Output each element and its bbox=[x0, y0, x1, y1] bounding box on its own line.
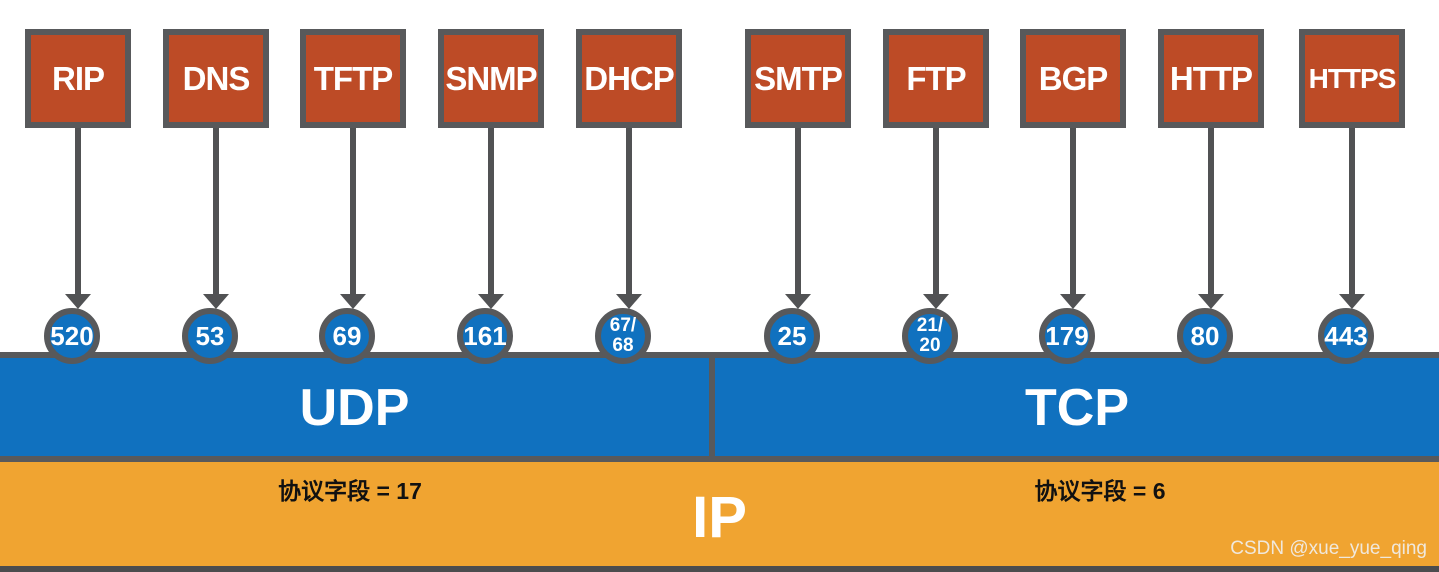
protocol-label: FTP bbox=[906, 59, 966, 97]
protocol-column-bgp: BGP 179 bbox=[1020, 0, 1126, 380]
protocol-label: HTTP bbox=[1169, 59, 1253, 97]
tcp-protocol-field-label: 协议字段 = 6 bbox=[1034, 478, 1166, 504]
arrow-head-icon bbox=[1060, 294, 1086, 309]
arrow-head-icon bbox=[923, 294, 949, 309]
protocol-box: DHCP bbox=[576, 29, 682, 128]
port-circle: 21/ 20 bbox=[902, 308, 958, 364]
arrow-line bbox=[1349, 128, 1355, 294]
arrow-line bbox=[488, 128, 494, 294]
protocol-column-snmp: SNMP 161 bbox=[438, 0, 544, 380]
arrow-line bbox=[75, 128, 81, 294]
arrow-head-icon bbox=[340, 294, 366, 309]
port-circle: 179 bbox=[1039, 308, 1095, 364]
port-number: 179 bbox=[1045, 321, 1089, 351]
protocol-column-dhcp: DHCP 67/ 68 bbox=[576, 0, 682, 380]
protocol-box: HTTP bbox=[1158, 29, 1264, 128]
port-number: 25 bbox=[777, 321, 807, 351]
port-number: 161 bbox=[463, 321, 507, 351]
port-circle: 69 bbox=[319, 308, 375, 364]
watermark-text: CSDN @xue_yue_qing bbox=[1230, 538, 1427, 559]
port-number: 53 bbox=[195, 321, 225, 351]
arrow-head-icon bbox=[65, 294, 91, 309]
arrow-head-icon bbox=[1198, 294, 1224, 309]
arrow-line bbox=[213, 128, 219, 294]
arrow-line bbox=[626, 128, 632, 294]
udp-label: UDP bbox=[299, 379, 410, 437]
udp-bar: UDP bbox=[0, 352, 715, 462]
protocol-box: DNS bbox=[163, 29, 269, 128]
arrow-head-icon bbox=[203, 294, 229, 309]
arrow-line bbox=[933, 128, 939, 294]
port-number: 21/ 20 bbox=[916, 315, 944, 356]
port-circle: 443 bbox=[1318, 308, 1374, 364]
protocol-column-https: HTTPS 443 bbox=[1299, 0, 1405, 380]
arrow-line bbox=[1070, 128, 1076, 294]
port-number: 67/ 68 bbox=[609, 315, 637, 356]
protocol-column-tftp: TFTP 69 bbox=[300, 0, 406, 380]
arrow-head-icon bbox=[616, 294, 642, 309]
protocol-box: FTP bbox=[883, 29, 989, 128]
protocol-label: SMTP bbox=[754, 59, 843, 97]
port-number: 69 bbox=[332, 321, 362, 351]
arrow-head-icon bbox=[1339, 294, 1365, 309]
port-circle: 53 bbox=[182, 308, 238, 364]
protocol-label: RIP bbox=[51, 59, 105, 97]
tcp-bar: TCP bbox=[715, 352, 1439, 462]
port-circle: 25 bbox=[764, 308, 820, 364]
arrow-line bbox=[795, 128, 801, 294]
arrow-line bbox=[350, 128, 356, 294]
protocol-column-rip: RIP 520 bbox=[25, 0, 131, 380]
protocol-label: DHCP bbox=[584, 59, 675, 97]
port-circle: 161 bbox=[457, 308, 513, 364]
protocol-label: HTTPS bbox=[1308, 62, 1397, 94]
port-number: 443 bbox=[1324, 321, 1368, 351]
protocol-box: SNMP bbox=[438, 29, 544, 128]
protocol-label: BGP bbox=[1038, 59, 1109, 97]
protocol-label: DNS bbox=[182, 59, 251, 97]
protocol-column-dns: DNS 53 bbox=[163, 0, 269, 380]
tcp-label: TCP bbox=[1025, 379, 1129, 437]
protocol-box: RIP bbox=[25, 29, 131, 128]
port-circle: 80 bbox=[1177, 308, 1233, 364]
port-number: 520 bbox=[50, 321, 94, 351]
ip-bar: 协议字段 = 17 协议字段 = 6 IP bbox=[0, 462, 1439, 572]
protocol-column-smtp: SMTP 25 bbox=[745, 0, 851, 380]
udp-protocol-field-label: 协议字段 = 17 bbox=[278, 478, 422, 504]
protocol-column-ftp: FTP 21/ 20 bbox=[883, 0, 989, 380]
arrow-head-icon bbox=[478, 294, 504, 309]
arrow-head-icon bbox=[785, 294, 811, 309]
port-number: 80 bbox=[1190, 321, 1220, 351]
arrow-line bbox=[1208, 128, 1214, 294]
protocol-label: TFTP bbox=[313, 59, 393, 97]
port-circle: 520 bbox=[44, 308, 100, 364]
protocol-box: TFTP bbox=[300, 29, 406, 128]
ip-label: IP bbox=[692, 485, 747, 550]
protocol-column-http: HTTP 80 bbox=[1158, 0, 1264, 380]
protocol-box: HTTPS bbox=[1299, 29, 1405, 128]
protocol-box: SMTP bbox=[745, 29, 851, 128]
protocol-box: BGP bbox=[1020, 29, 1126, 128]
port-circle: 67/ 68 bbox=[595, 308, 651, 364]
protocol-label: SNMP bbox=[445, 59, 537, 97]
